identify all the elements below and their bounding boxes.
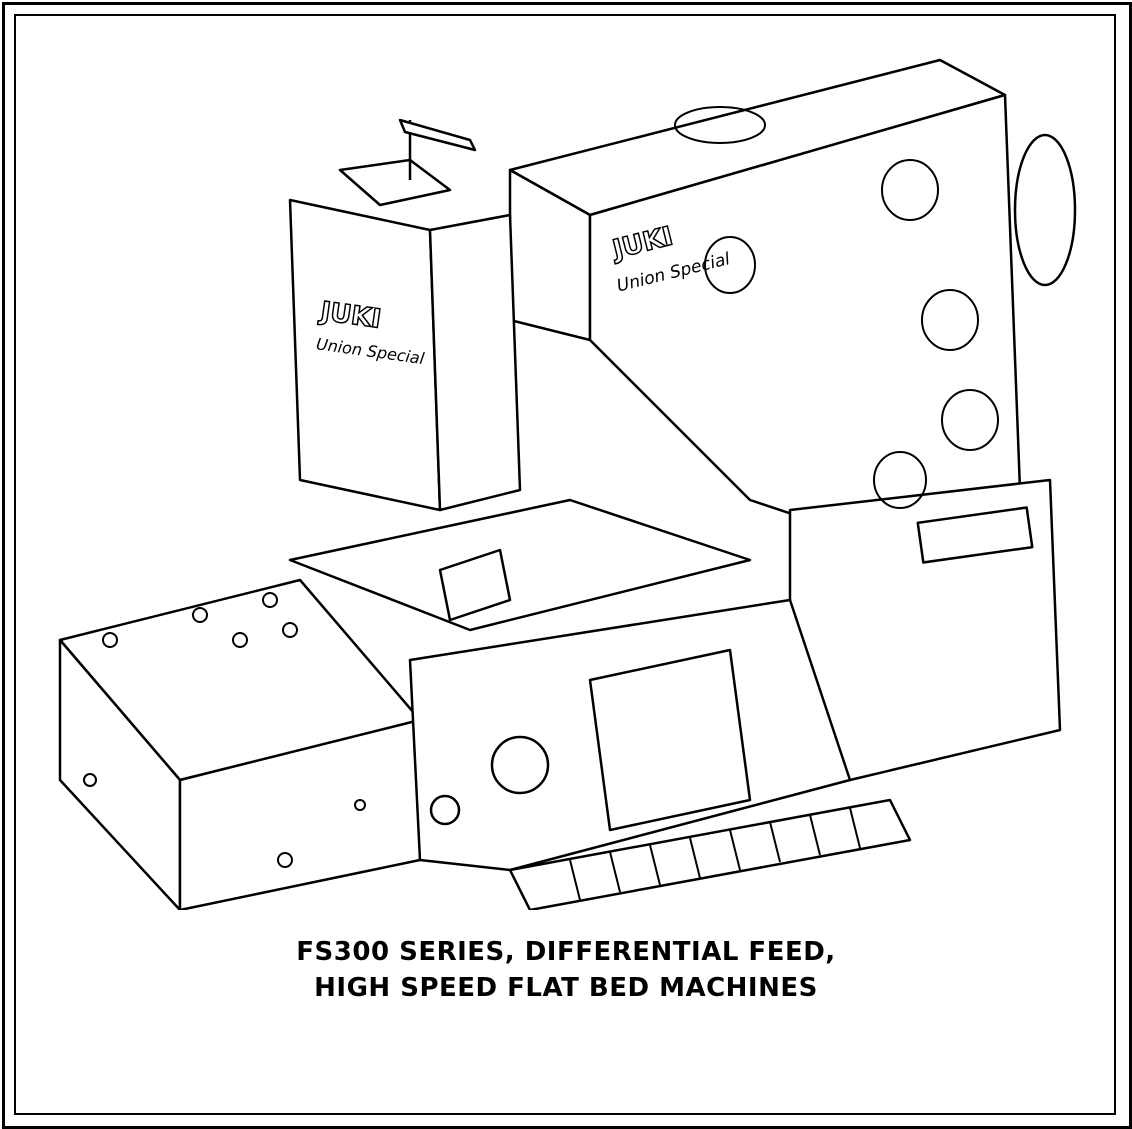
cloth-plate: [288, 498, 752, 632]
thread-guide: [398, 118, 477, 152]
handwheel: [1013, 133, 1077, 287]
sewing-machine-illustration: JUKI Union Special JUKI Union Special: [58, 58, 1077, 910]
adjust-dial: [490, 735, 550, 795]
head-cap: [338, 158, 452, 207]
caption-line-2: HIGH SPEED FLAT BED MACHINES: [314, 973, 818, 1003]
base: [508, 798, 912, 910]
looper-cover: [588, 648, 752, 832]
presser-foot: [438, 548, 512, 622]
inner-border: [14, 14, 1116, 1115]
head-side: [428, 213, 522, 512]
nameplate: [916, 506, 1034, 564]
caption-line-1: FS300 SERIES, DIFFERENTIAL FEED,: [296, 937, 836, 967]
document-caption: FS300 SERIES, DIFFERENTIAL FEED, HIGH SP…: [0, 934, 1132, 1006]
puller-front: [58, 638, 182, 910]
